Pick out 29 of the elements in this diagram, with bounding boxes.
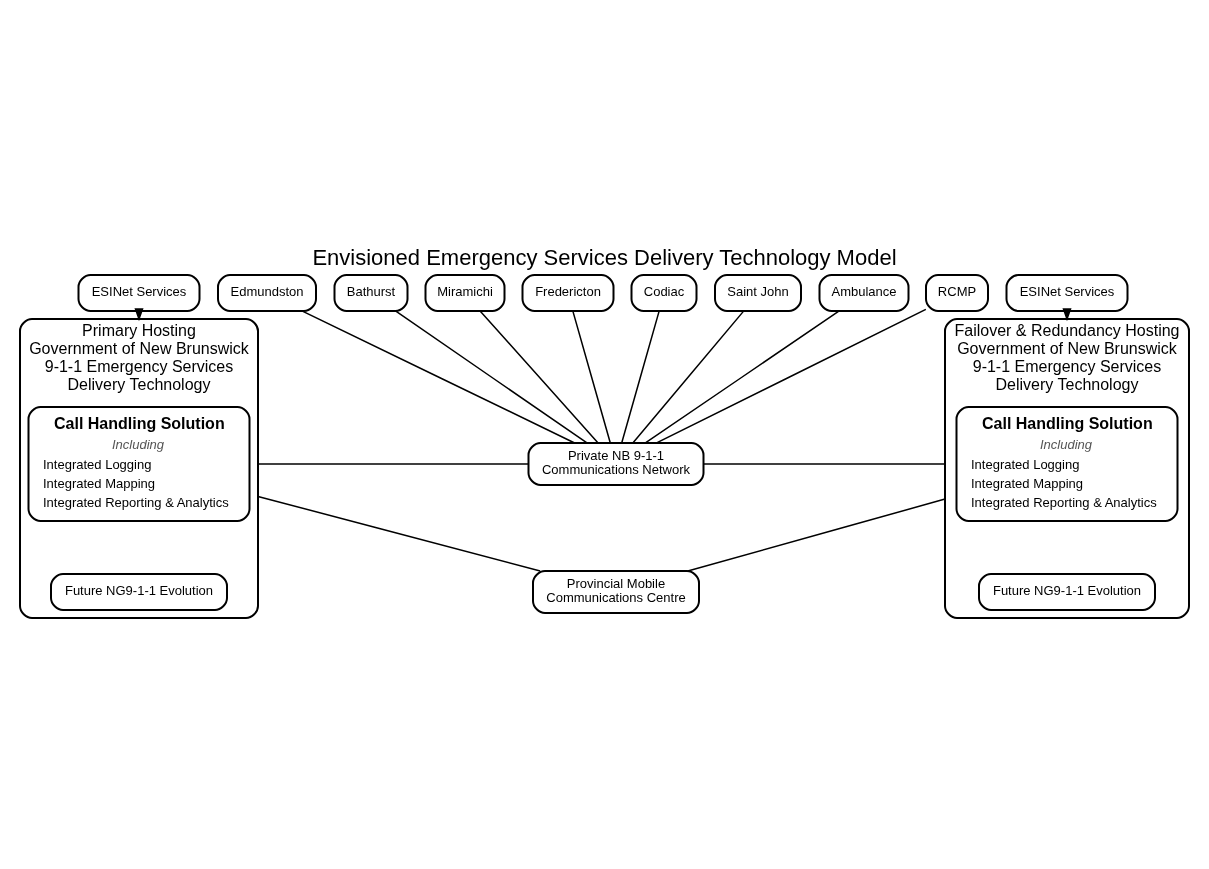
- connector: [257, 463, 530, 465]
- connector: [644, 310, 840, 444]
- node-box: Codiac: [630, 274, 698, 312]
- diagram-title: Envisioned Emergency Services Delivery Technology Model: [312, 244, 897, 270]
- connector: [301, 310, 576, 444]
- node-label: Failover & Redundancy Hosting: [954, 321, 1180, 339]
- connector: [655, 308, 927, 444]
- node-box: RCMP: [925, 274, 989, 312]
- connector: [479, 310, 599, 444]
- node-box: Call Handling Solution Including Integrated Logging Integrated Mapping Integrated Reporting & Analytics: [955, 406, 1179, 522]
- connector: [702, 463, 946, 465]
- node-box: Call Handling Solution Including Integrated Logging Integrated Mapping Integrated Reporting & Analytics: [27, 406, 251, 522]
- connector: [620, 310, 660, 444]
- node-box: Saint John: [714, 274, 802, 312]
- node-box: Miramichi: [424, 274, 506, 312]
- node-box: Edmundston: [217, 274, 317, 312]
- node-box: Future NG9-1-1 Evolution: [978, 573, 1156, 611]
- node-box: Ambulance: [818, 274, 910, 312]
- connector: [395, 310, 588, 444]
- node-box: Future NG9-1-1 Evolution: [50, 573, 228, 611]
- connector: [572, 310, 612, 444]
- connector: [257, 495, 541, 572]
- node-box: Bathurst: [333, 274, 409, 312]
- node-box: Fredericton: [521, 274, 615, 312]
- connector: [687, 498, 946, 572]
- node-box: Provincial Mobile Communications Centre: [532, 570, 700, 614]
- node-box: Private NB 9-1-1 Communications Network: [527, 442, 705, 486]
- node-label: Primary Hosting: [82, 321, 196, 339]
- connector: [632, 310, 745, 444]
